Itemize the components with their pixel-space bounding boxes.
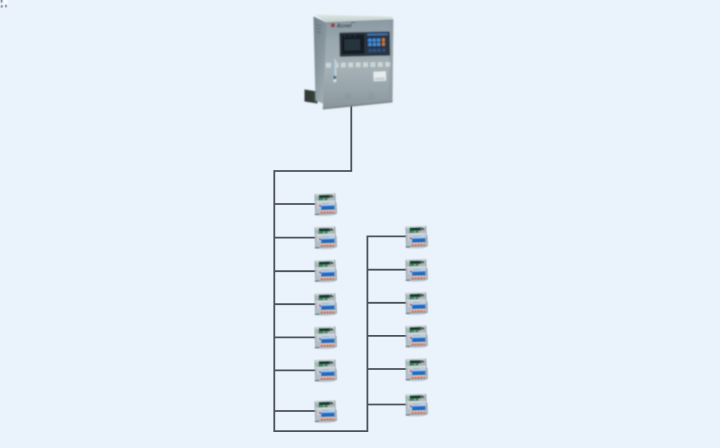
svg-text:TM: TM — [351, 20, 355, 24]
svg-text:Acrel: Acrel — [336, 23, 352, 29]
